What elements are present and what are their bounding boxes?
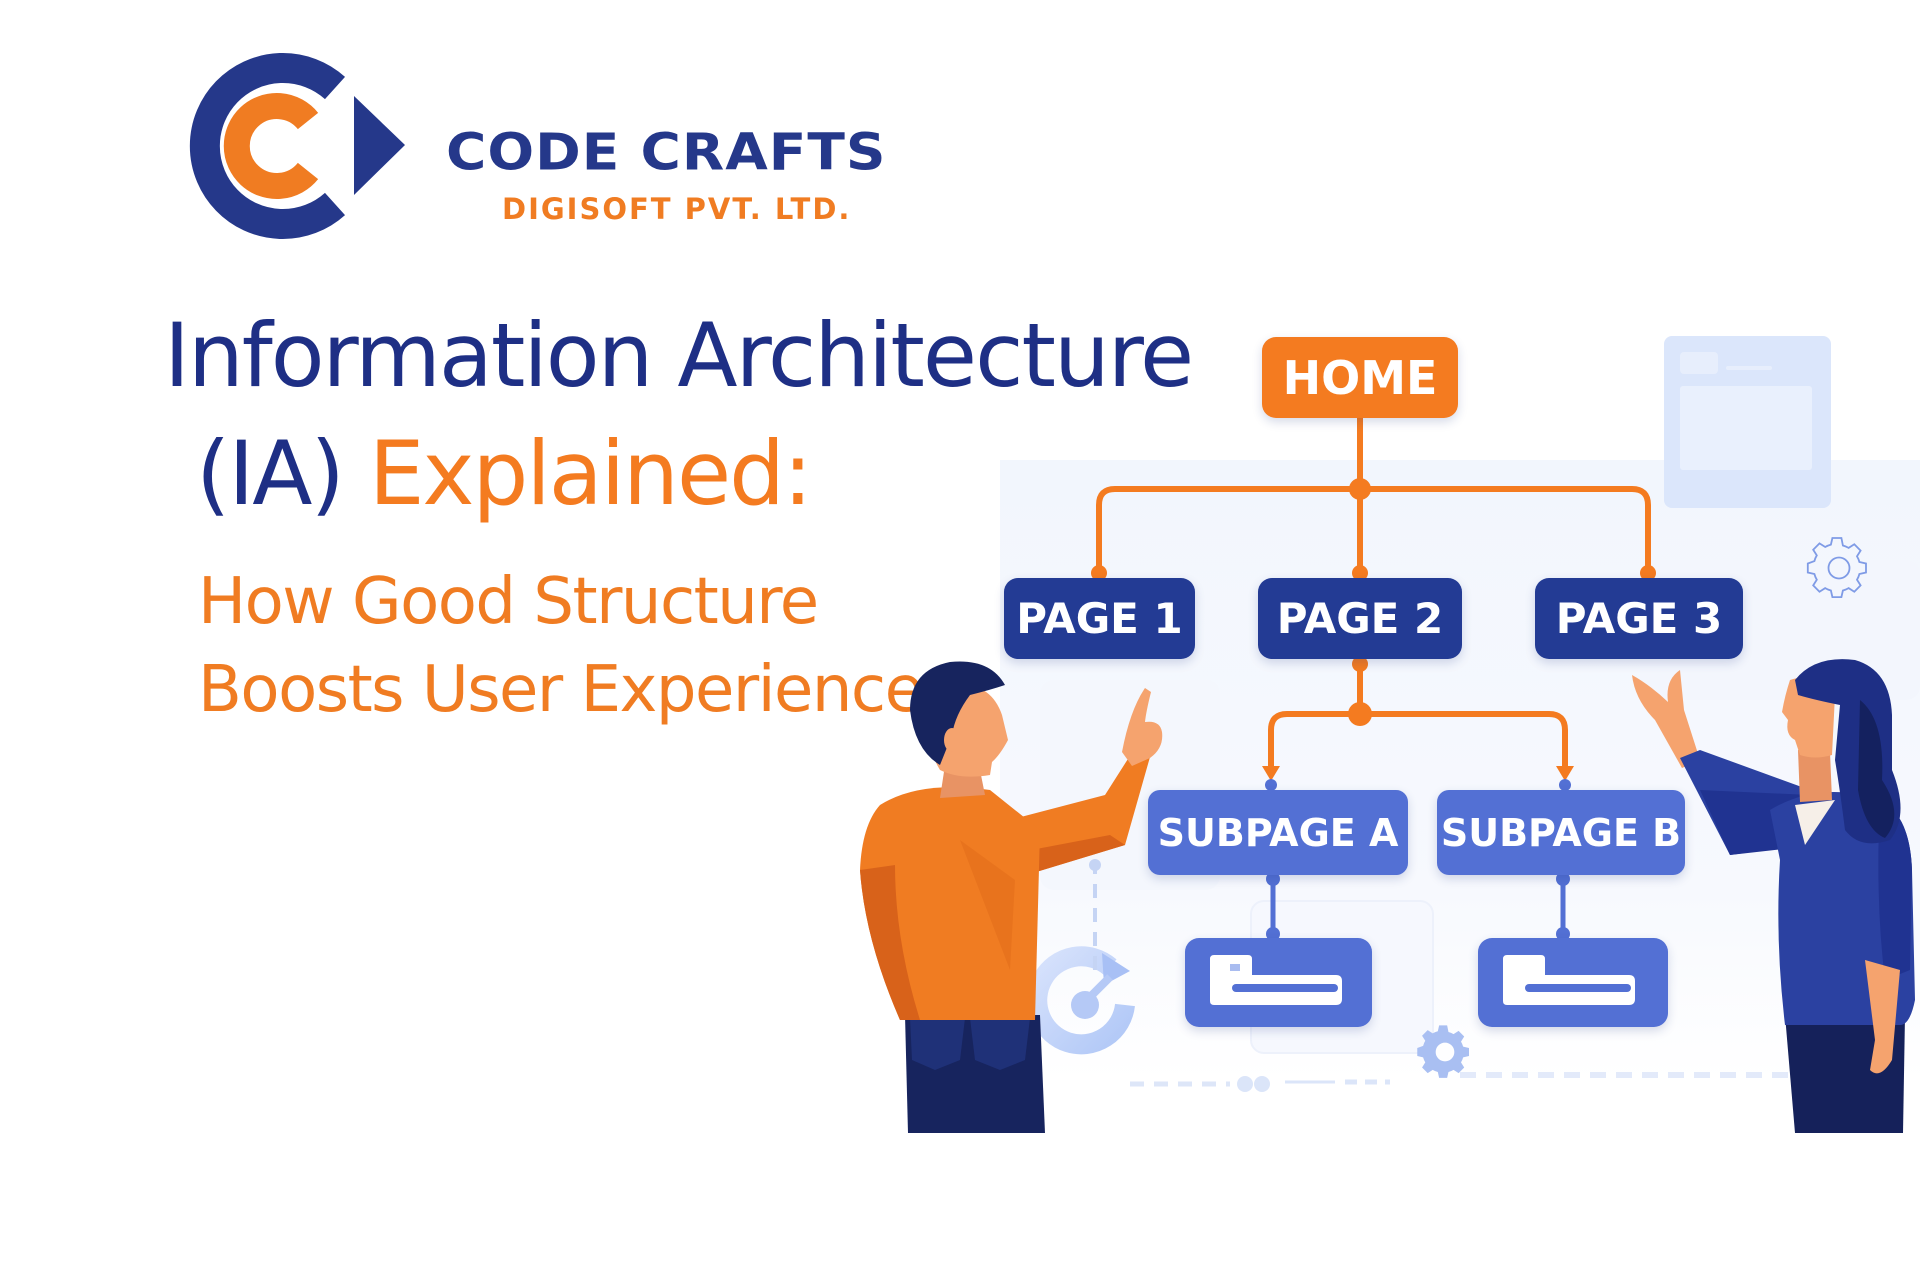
page-title-line2: (IA) Explained: bbox=[196, 422, 813, 525]
gear-icon bbox=[1806, 537, 1867, 598]
document-content-icon bbox=[1503, 955, 1635, 1005]
browser-window-icon bbox=[1664, 336, 1831, 508]
woman-gesturing-illustration bbox=[1632, 659, 1915, 1133]
subtitle-line2: Boosts User Experience bbox=[198, 653, 924, 727]
subtitle-line1: How Good Structure bbox=[198, 565, 819, 639]
content-block-a bbox=[1185, 938, 1372, 1027]
node-page-2: PAGE 2 bbox=[1258, 578, 1462, 659]
dashed-decoration bbox=[1089, 859, 1790, 1092]
node-page-1: PAGE 1 bbox=[1004, 578, 1195, 659]
content-block-b bbox=[1478, 938, 1668, 1027]
cc-play-logo-icon bbox=[189, 53, 405, 239]
brand-tagline: DIGISOFT PVT. LTD. bbox=[502, 192, 852, 226]
gear-icon bbox=[1417, 1025, 1469, 1078]
brand-name: CODE CRAFTS bbox=[446, 122, 887, 182]
title-prefix: (IA) bbox=[196, 422, 345, 525]
title-highlight: Explained: bbox=[368, 422, 813, 525]
refresh-cycle-icon bbox=[1027, 946, 1135, 1055]
node-subpage-a: SUBPAGE A bbox=[1148, 790, 1408, 875]
node-page-3: PAGE 3 bbox=[1535, 578, 1743, 659]
background-panel bbox=[1250, 900, 1434, 1054]
node-subpage-b: SUBPAGE B bbox=[1437, 790, 1685, 875]
man-pointing-illustration bbox=[860, 661, 1163, 1133]
page-title-line1: Information Architecture bbox=[164, 304, 1194, 407]
document-content-icon bbox=[1210, 955, 1342, 1005]
node-home: HOME bbox=[1262, 337, 1458, 418]
